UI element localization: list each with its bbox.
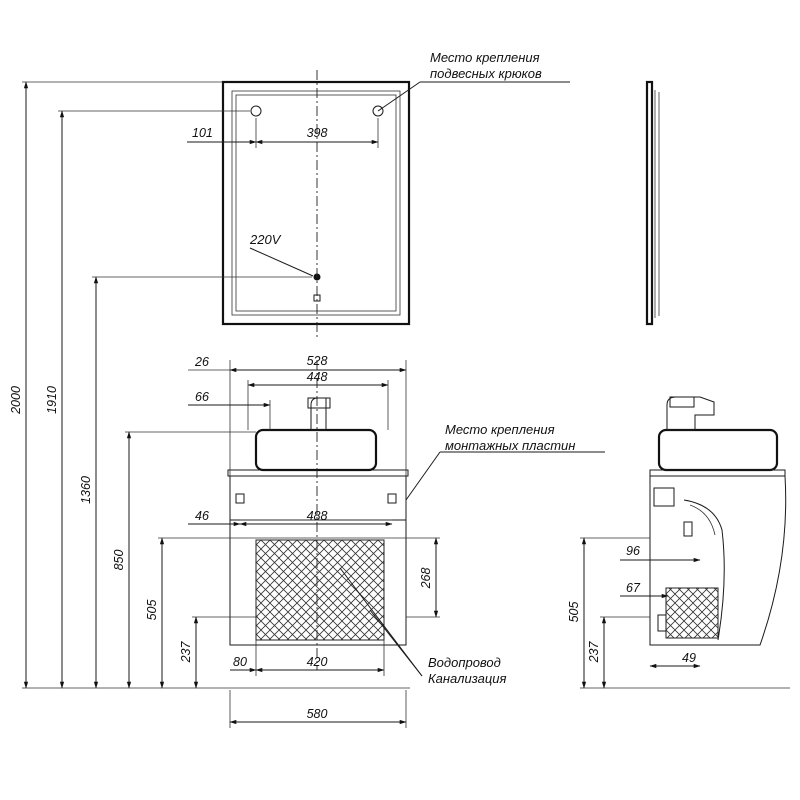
dim-hook-height: 1910	[45, 386, 59, 414]
dim-plate-offset: 46	[195, 509, 209, 523]
dim-cabinet-width: 528	[307, 354, 328, 368]
label-power: 220V	[249, 232, 282, 247]
cabinet-front	[227, 360, 409, 670]
dim-pipe-height: 237	[179, 641, 193, 664]
dim-total-height: 2000	[9, 386, 23, 415]
mirror-front	[221, 70, 411, 340]
dim-overall-width: 580	[307, 707, 328, 721]
horizontal-dimensions	[187, 118, 407, 728]
dim-hook-spacing: 398	[307, 126, 328, 140]
mirror-side	[645, 80, 660, 326]
label-hooks-1: Место крепления	[430, 50, 540, 65]
dim-basin-width: 448	[307, 370, 328, 384]
dim-faucet-offset: 66	[195, 390, 209, 404]
dim-edge-offset: 26	[194, 355, 209, 369]
label-plates-2: монтажных пластин	[445, 438, 575, 453]
label-hooks-2: подвесных крюков	[430, 66, 542, 81]
label-plates-1: Место крепления	[445, 422, 555, 437]
dimension-labels: 2000 1910 1360 850 505 237 268 101 398 5…	[9, 126, 696, 721]
dim-pipe-offset: 80	[233, 655, 247, 669]
dim-pipe-zone: 420	[307, 655, 328, 669]
dim-plate-height: 850	[112, 550, 126, 571]
dim-side-96: 96	[626, 544, 640, 558]
dim-side-cabinet-top: 505	[567, 602, 581, 623]
callout-labels: Место крепления подвесных крюков 220V Ме…	[249, 50, 575, 686]
label-water: Водопровод	[428, 655, 501, 670]
dim-side-49: 49	[682, 651, 696, 665]
dim-hook-offset: 101	[192, 126, 213, 140]
dim-cabinet-top: 505	[145, 600, 159, 621]
side-dimensions	[580, 537, 790, 689]
dim-side-67: 67	[626, 581, 641, 595]
dim-panel-height: 268	[419, 568, 433, 590]
vertical-dimensions	[22, 81, 440, 689]
leader-lines	[249, 81, 605, 677]
dim-side-pipe-height: 237	[587, 641, 601, 664]
dim-socket-height: 1360	[79, 476, 93, 504]
dim-plate-spacing: 488	[307, 509, 328, 523]
label-sewer: Канализация	[428, 671, 506, 686]
cabinet-side	[649, 396, 787, 646]
